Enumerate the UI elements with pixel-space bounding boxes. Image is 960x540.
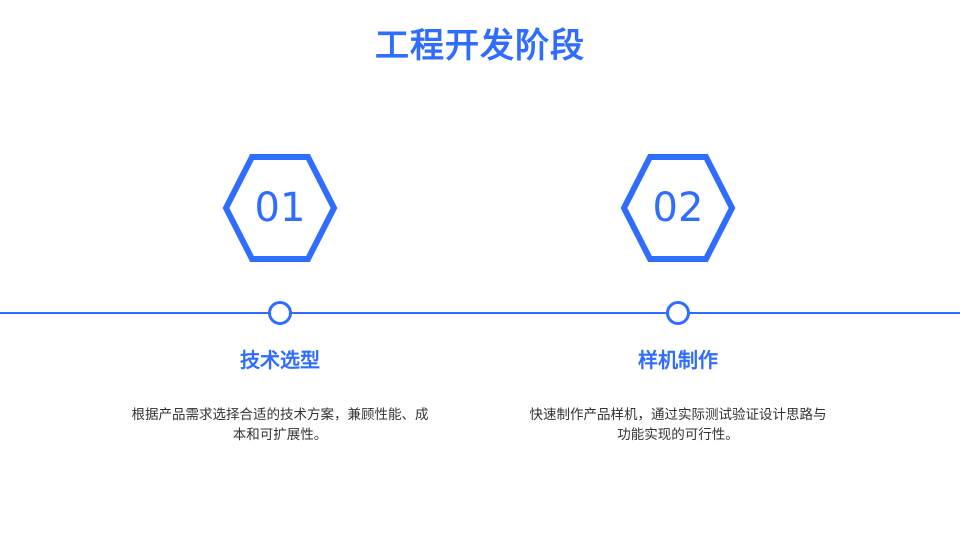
stage-name: 样机制作 <box>638 348 718 372</box>
stage-description: 根据产品需求选择合适的技术方案，兼顾性能、成本和可扩展性。 <box>131 407 429 443</box>
timeline-node <box>666 301 690 325</box>
hexagon-icon <box>620 154 736 262</box>
stage-name: 技术选型 <box>240 348 320 372</box>
hexagon-icon <box>222 154 338 262</box>
stage-2: 02 样机制作 快速制作产品样机，通过实际测试验证设计思路与功能实现的可行性。 <box>518 0 838 540</box>
stage-description: 快速制作产品样机，通过实际测试验证设计思路与功能实现的可行性。 <box>529 407 827 443</box>
stage-number: 01 <box>254 185 306 231</box>
stage-1: 01 技术选型 根据产品需求选择合适的技术方案，兼顾性能、成本和可扩展性。 <box>120 0 440 540</box>
stage-number: 02 <box>652 185 704 231</box>
timeline-line <box>0 312 960 314</box>
timeline-node <box>268 301 292 325</box>
page-title: 工程开发阶段 <box>375 26 585 66</box>
